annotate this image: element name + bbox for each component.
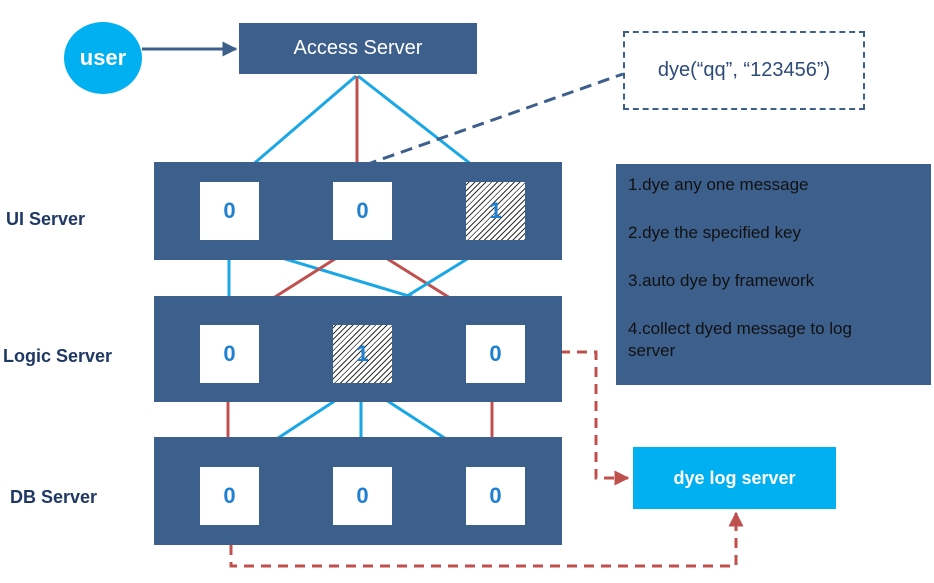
feature-item-2: 2.dye the specified key <box>628 223 801 242</box>
access-server-box: Access Server <box>239 23 477 74</box>
db-node-1: 0 <box>199 466 260 526</box>
feature-item-3: 3.auto dye by framework <box>628 271 815 290</box>
dye-log-server-box: dye log server <box>633 447 836 509</box>
ui-server-label: UI Server <box>6 209 86 229</box>
ui-node-1: 0 <box>199 181 260 241</box>
ui-node-2: 0 <box>332 181 393 241</box>
logic-node-1: 0 <box>199 324 260 384</box>
call-pointer-line <box>364 72 624 167</box>
logic-node-2: 1 <box>332 324 393 384</box>
feature-item-1: 1.dye any one message <box>628 175 809 194</box>
logic-node-3: 0 <box>465 324 526 384</box>
logic-server-label: Logic Server <box>3 346 113 366</box>
dye-call-callout: dye(“qq”, “123456”) <box>623 31 865 110</box>
db-node-3: 0 <box>465 466 526 526</box>
ui-node-3: 1 <box>465 181 526 241</box>
access-to-ui-right-arrow <box>357 74 492 181</box>
feature-item-4: 4.collect dyed message to log server <box>628 319 852 360</box>
access-to-ui-left-arrow <box>234 74 357 181</box>
user-circle: user <box>64 22 142 94</box>
features-panel: 1.dye any one message 2.dye the specifie… <box>616 164 931 385</box>
db-node-2: 0 <box>332 466 393 526</box>
db-to-log-server-dashed-arrow <box>229 511 744 568</box>
db-server-label: DB Server <box>10 487 98 507</box>
